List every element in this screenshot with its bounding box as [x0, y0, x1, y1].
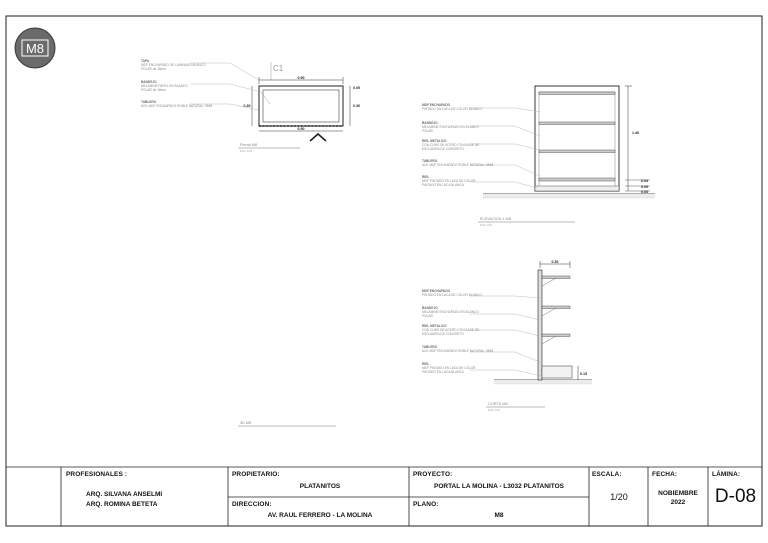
plan-note-2: TABLERO ACK MDF ENCHAPADO ROBLE NATURAL … — [141, 100, 212, 108]
section-note-2-line-0: CON CUBO DE ACERO CON BASE DE — [422, 328, 479, 332]
elev-note-1-title: BANDEJO — [422, 121, 438, 125]
elev-dim-0: 0.04 — [641, 179, 648, 183]
elev-note-1-line-1: POLAR — [422, 129, 434, 133]
lamina-label: LÁMINA: — [712, 471, 741, 478]
profesionales-label: PROFESIONALES : — [66, 471, 128, 478]
sheet-border — [5, 15, 763, 527]
section-note-4-line-0: MDF PINTADO EN LACA DE COLOR — [422, 366, 476, 370]
section-note-2: RIEL METALICO CON CUBO DE ACERO CON BASE… — [422, 324, 479, 336]
elev-note-1: BANDEJO MELAMINE ENCHAPADO EN BLANCO POL… — [422, 121, 479, 133]
plan-width-dim: 0.90 — [298, 76, 305, 80]
elev-note-4-title: RIEL — [422, 175, 429, 179]
plan-height-dim-left: 0.30 — [244, 104, 251, 108]
elevation-view: 1.40 0.04 0.05 0.03 MDF ENCHAPADO PINTAD… — [422, 85, 655, 227]
badge-code: M8 — [26, 41, 44, 56]
plan-width-dim-bottom: 0.90 — [298, 127, 305, 131]
plan-note-1-line-1: POLAR de 18mm — [141, 88, 166, 92]
section-note-4: RIEL MDF PINTADO EN LACA DE COLOR PINTAD… — [422, 362, 476, 374]
plan-view: C1 0.90 0.90 0.30 0.05 0.30 TAPA MDF ENC… — [141, 59, 360, 153]
direccion-value: AV. RAUL FERRERO - LA MOLINA — [267, 512, 373, 519]
direccion-label: DIRECCION: — [232, 501, 272, 508]
lamina-value: D-08 — [714, 486, 757, 507]
elev-note-4-line-0: MDF PINTADO EN LACA DE COLOR — [422, 179, 476, 183]
section-note-3: TABLERO ACK MDF ENCHAPADO ROBLE NATURAL … — [422, 345, 493, 353]
view-3d-title: 3D M8 — [240, 421, 251, 425]
sheet-badge: M8 — [14, 27, 56, 69]
plan-side-dim: 0.30 — [353, 104, 360, 108]
plan-marker: C1 — [273, 64, 284, 73]
elev-note-2-line-1: ESCUADRA DE CONCRETO — [422, 147, 464, 151]
section-scale: ESC 1/20 — [488, 408, 500, 412]
elev-note-2: RIEL METALICO CON CUBO DE ACERO CON BASE… — [422, 139, 479, 151]
section-note-0-line-0: PINTADO EN LACA DE COLOR BLANCO — [422, 293, 482, 297]
elev-note-3: TABLERO ACK MDF ENCHAPADO ROBLE NATURAL … — [422, 159, 493, 167]
section-base-dim: 0.15 — [580, 372, 587, 376]
section-note-1-line-0: MELAMINE ENCHAPADO EN BLANCO — [422, 310, 479, 314]
elev-note-2-title: RIEL METALICO — [422, 139, 447, 143]
section-top-dim: 0.30 — [552, 260, 559, 264]
section-note-4-line-1: PINTADO EN LACA BLANCA — [422, 370, 465, 374]
plan-side-dim-top: 0.05 — [353, 86, 360, 90]
plan-scale: ESC 1/20 — [240, 149, 252, 153]
plan-note-2-title: TABLERO — [141, 100, 157, 104]
elev-note-0-line-0: PINTADO EN LACA DE COLOR BLANCO — [422, 107, 482, 111]
section-note-2-line-1: ESCUADRA DE CONCRETO — [422, 332, 464, 336]
elev-note-0-title: MDF ENCHAPADO — [422, 103, 451, 107]
fecha-line-2: 2022 — [670, 499, 686, 506]
title-block-grid — [6, 466, 762, 526]
elev-note-1-line-0: MELAMINE ENCHAPADO EN BLANCO — [422, 125, 479, 129]
proyecto-value: PORTAL LA MOLINA - L3032 PLATANITOS — [433, 483, 564, 490]
elev-note-4-line-1: PINTADO EN LACA BLANCA — [422, 183, 465, 187]
elev-dim-2: 0.03 — [641, 190, 648, 194]
plan-note-0-line-1: POLAR de 18mm — [141, 67, 166, 71]
section-note-1-line-1: POLAR — [422, 314, 434, 318]
fecha-line-1: NOBIEMBRE — [658, 490, 698, 497]
propietario-label: PROPIETARIO: — [232, 471, 280, 478]
plan-note-1-title: BANDEJO — [141, 80, 157, 84]
section-note-4-title: RIEL — [422, 362, 429, 366]
plan-note-0-line-0: MDF ENCHAPADO DE LAMINADO BLANCO — [141, 63, 206, 67]
plano-label: PLANO: — [413, 501, 439, 508]
elev-title: ELEVACION 1 M8 — [480, 217, 511, 221]
section-title: CORTE M8 — [488, 402, 508, 406]
escala-label: ESCALA: — [592, 471, 622, 478]
elev-note-3-title: TABLERO — [422, 159, 438, 163]
plan-note-2-line-0: ACK MDF ENCHAPADO ROBLE NATURAL .9MM — [141, 104, 212, 108]
elev-scale: ESC 1/20 — [480, 223, 492, 227]
section-note-0: MDF ENCHAPADO PINTADO EN LACA DE COLOR B… — [422, 289, 482, 297]
elev-height-dim: 1.40 — [632, 131, 639, 135]
elev-note-2-line-0: CON CUBO DE ACERO CON BASE DE — [422, 143, 479, 147]
section-note-2-title: RIEL METALICO — [422, 324, 447, 328]
section-note-1-title: BANDEJO — [422, 306, 438, 310]
elev-note-3-line-0: ACK MDF ENCHAPADO ROBLE NATURAL .9MM — [422, 163, 493, 167]
propietario-value: PLATANITOS — [299, 483, 341, 490]
section-note-3-title: TABLERO — [422, 345, 438, 349]
plan-note-0-title: TAPA — [141, 59, 150, 63]
plan-title: Planta M8 — [240, 143, 257, 147]
plan-note-1: BANDEJO MELAMINE PAPEL EN BLANCO POLAR d… — [141, 80, 188, 92]
elev-note-4: RIEL MDF PINTADO EN LACA DE COLOR PINTAD… — [422, 175, 476, 187]
profesional-0: ARQ. SILVANA ANSELMI — [86, 491, 163, 498]
plano-value: M8 — [494, 512, 504, 519]
section-note-3-line-0: ACK MDF ENCHAPADO ROBLE NATURAL .9MM — [422, 349, 493, 353]
elev-dim-1: 0.05 — [641, 185, 648, 189]
section-view: 0.30 0.15 MDF ENCHAPADO PINTADO EN LACA … — [422, 260, 592, 412]
plan-note-0: TAPA MDF ENCHAPADO DE LAMINADO BLANCO PO… — [141, 59, 206, 71]
plan-note-1-line-0: MELAMINE PAPEL EN BLANCO — [141, 84, 188, 88]
view-3d: 3D M8 — [238, 421, 336, 427]
elev-note-0: MDF ENCHAPADO PINTADO EN LACA DE COLOR B… — [422, 103, 482, 111]
escala-value: 1/20 — [610, 492, 628, 502]
profesional-1: ARQ. ROMINA BETETA — [86, 501, 158, 508]
proyecto-label: PROYECTO: — [413, 471, 453, 478]
fecha-label: FECHA: — [652, 471, 678, 478]
section-note-1: BANDEJO MELAMINE ENCHAPADO EN BLANCO POL… — [422, 306, 479, 318]
section-note-0-title: MDF ENCHAPADO — [422, 289, 451, 293]
